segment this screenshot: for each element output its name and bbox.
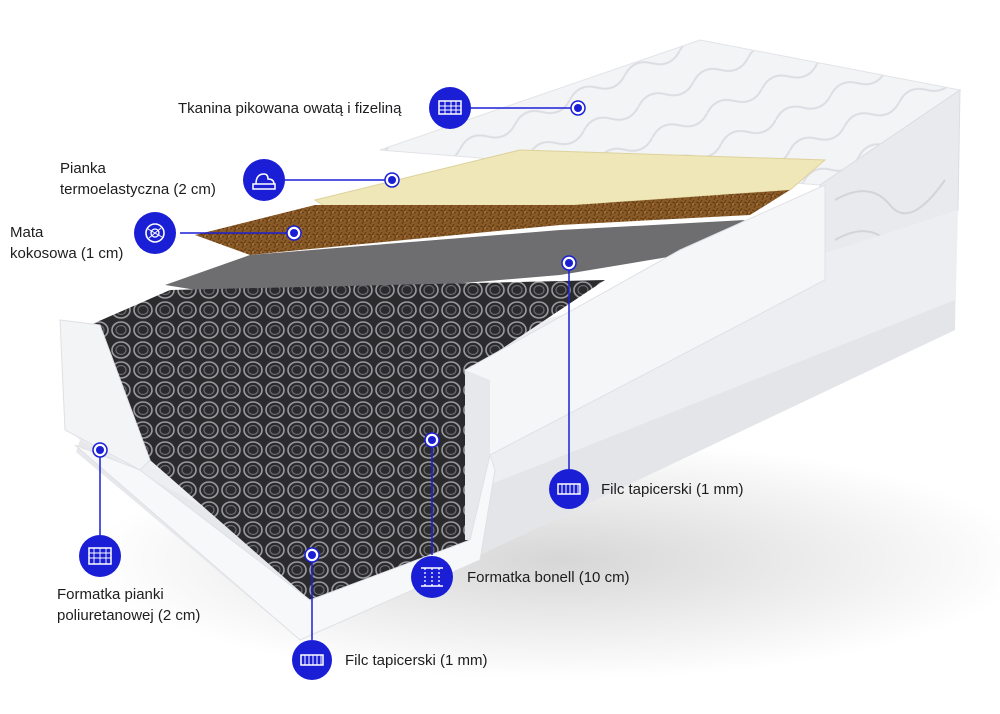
label-coconut-mat: Mata kokosowa (1 cm) xyxy=(10,224,124,262)
connector-lines xyxy=(99,107,578,640)
label-felt-right: Filc tapicerski (1 mm) xyxy=(601,481,744,498)
label-memory-foam: Pianka termoelastyczna (2 cm) xyxy=(60,160,216,198)
memory-foam-icon xyxy=(243,159,285,201)
felt-layer-top xyxy=(165,220,745,300)
label-felt-bottom: Filc tapicerski (1 mm) xyxy=(345,652,488,669)
coconut-mat-icon xyxy=(134,212,176,254)
label-cover-fabric: Tkanina pikowana owatą i fizeliną xyxy=(178,100,402,117)
bonell-spring-block xyxy=(90,280,605,600)
foam-wall-front xyxy=(74,444,496,641)
quilted-fabric-icon xyxy=(429,87,471,129)
label-pu-foam: Formatka pianki poliuretanowej (2 cm) xyxy=(57,586,201,624)
coconut-mat-layer xyxy=(195,190,790,255)
foam-wall-left xyxy=(59,319,151,471)
pu-foam-icon xyxy=(79,535,121,577)
felt-layer-icon-right xyxy=(549,469,589,509)
label-bonell: Formatka bonell (10 cm) xyxy=(467,569,630,586)
felt-layer-icon-bottom xyxy=(292,640,332,680)
bonell-spring-icon xyxy=(411,556,453,598)
connector-dots xyxy=(92,100,586,563)
